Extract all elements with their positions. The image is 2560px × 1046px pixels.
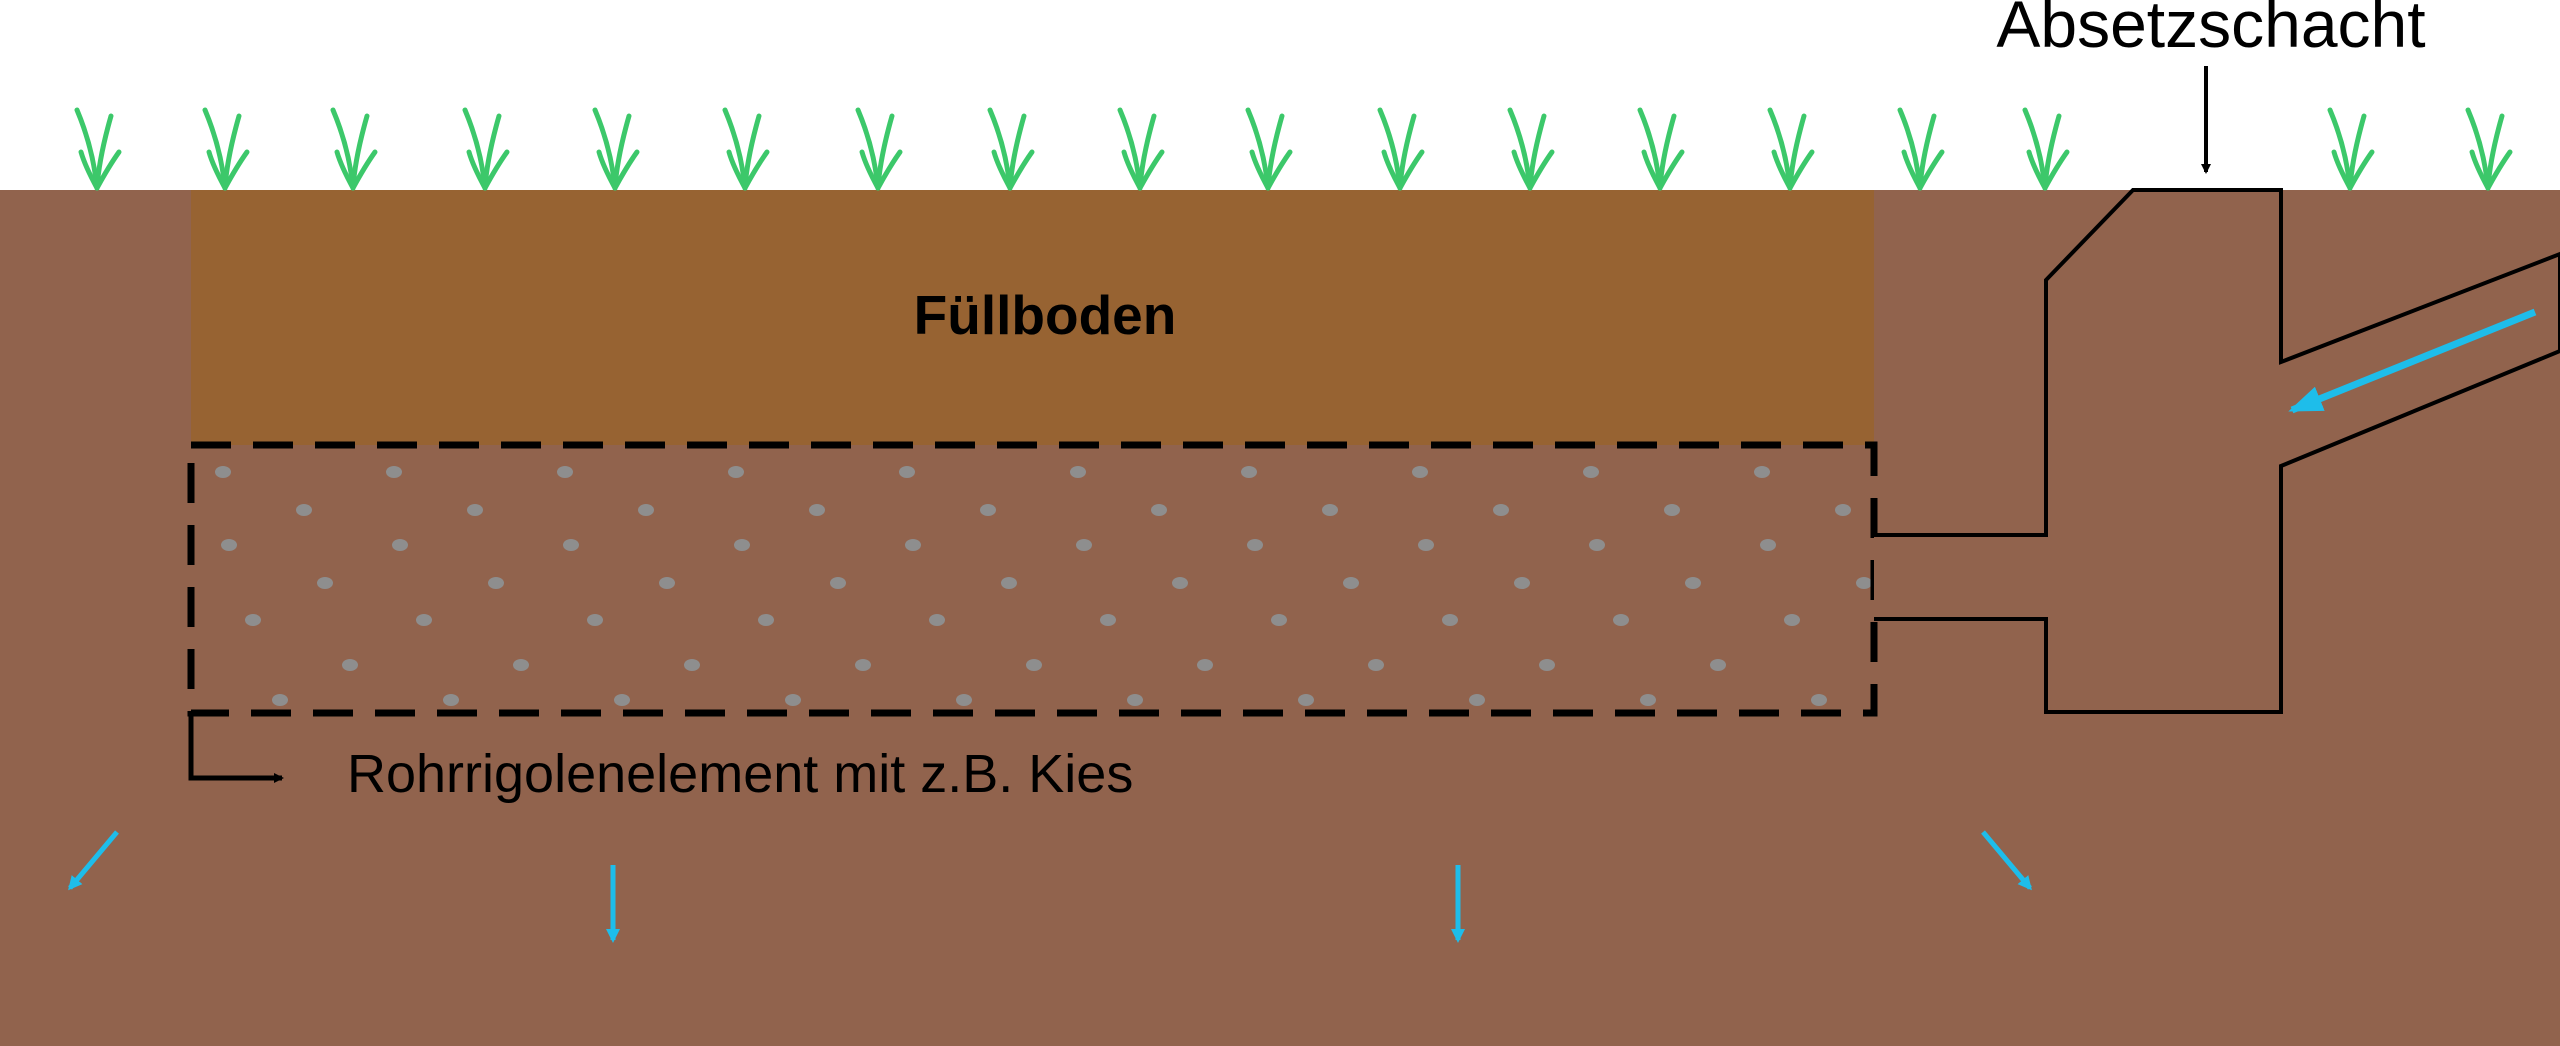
grass-tuft-icon — [1245, 107, 1293, 191]
gravel-dot — [1640, 694, 1656, 706]
gravel-dot — [1070, 466, 1086, 478]
gravel-dot — [855, 659, 871, 671]
gravel-dot — [1613, 614, 1629, 626]
gravel-dot — [1418, 539, 1434, 551]
grass-tuft-icon — [2465, 107, 2513, 191]
gravel-dot — [386, 466, 402, 478]
gravel-dot — [416, 614, 432, 626]
gravel-dot — [728, 466, 744, 478]
gravel-dot — [272, 694, 288, 706]
trench-element-pointer — [188, 713, 284, 783]
settling-shaft-label: Absetzschacht — [1996, 0, 2425, 61]
gravel-dot — [614, 694, 630, 706]
gravel-dot — [809, 504, 825, 516]
gravel-dot — [1271, 614, 1287, 626]
gravel-dot — [557, 466, 573, 478]
gravel-dot — [221, 539, 237, 551]
grass-tuft-icon — [722, 107, 770, 191]
gravel-dot — [1368, 659, 1384, 671]
grass-tuft-icon — [1507, 107, 1555, 191]
gravel-dot — [245, 614, 261, 626]
grass-tuft-icon — [1897, 107, 1945, 191]
gravel-dot — [1001, 577, 1017, 589]
gravel-dot — [758, 614, 774, 626]
trench-element-label: Rohrrigolenelement mit z.B. Kies — [347, 744, 1133, 804]
gravel-dot — [1298, 694, 1314, 706]
grass-tuft-icon — [74, 107, 122, 191]
grass-tuft-icon — [462, 107, 510, 191]
grass-tuft-icon — [1637, 107, 1685, 191]
gravel-dot — [392, 539, 408, 551]
gravel-dot — [1442, 614, 1458, 626]
gravel-dot — [1322, 504, 1338, 516]
gravel-dot — [785, 694, 801, 706]
gravel-dot — [1151, 504, 1167, 516]
gravel-dot — [1811, 694, 1827, 706]
grass-tuft-icon — [1767, 107, 1815, 191]
gravel-dot — [1127, 694, 1143, 706]
gravel-dot — [296, 504, 312, 516]
gravel-dot — [929, 614, 945, 626]
gravel-dot — [1664, 504, 1680, 516]
inflow-arrow-icon — [2288, 308, 2537, 414]
gravel-dot — [734, 539, 750, 551]
gravel-dot — [317, 577, 333, 589]
gravel-dot — [899, 466, 915, 478]
grass-tuft-icon — [987, 107, 1035, 191]
gravel-dot — [1412, 466, 1428, 478]
gravel-dot — [1685, 577, 1701, 589]
gravel-dot — [1583, 466, 1599, 478]
gravel-dot — [1241, 466, 1257, 478]
gravel-dot — [905, 539, 921, 551]
fill-soil-layer — [191, 190, 1874, 445]
gravel-dot — [488, 577, 504, 589]
settling-shaft-outline — [1874, 188, 2560, 714]
gravel-dot — [956, 694, 972, 706]
gravel-dot — [1493, 504, 1509, 516]
grass-tuft-icon — [2022, 107, 2070, 191]
gravel-dot — [1026, 659, 1042, 671]
gravel-dot — [1514, 577, 1530, 589]
gravel-dot — [1835, 504, 1851, 516]
gravel-dot — [1539, 659, 1555, 671]
gravel-dot — [513, 659, 529, 671]
gravel-dot — [1856, 577, 1872, 589]
grass-row — [74, 107, 2513, 191]
gravel-dot — [1710, 659, 1726, 671]
gravel-dot — [215, 466, 231, 478]
gravel-dot — [467, 504, 483, 516]
gravel-dot — [563, 539, 579, 551]
gravel-dot — [1343, 577, 1359, 589]
grass-tuft-icon — [592, 107, 640, 191]
grass-tuft-icon — [1377, 107, 1425, 191]
gravel-dot — [1172, 577, 1188, 589]
gravel-dot — [830, 577, 846, 589]
gravel-dot — [1589, 539, 1605, 551]
gravel-dot — [587, 614, 603, 626]
gravel-fill — [215, 466, 1872, 706]
gravel-dot — [1754, 466, 1770, 478]
grass-tuft-icon — [1117, 107, 1165, 191]
fill-soil-label: Füllboden — [914, 284, 1177, 346]
gravel-dot — [638, 504, 654, 516]
gravel-dot — [980, 504, 996, 516]
gravel-dot — [443, 694, 459, 706]
gravel-dot — [684, 659, 700, 671]
gravel-dot — [1197, 659, 1213, 671]
grass-tuft-icon — [202, 107, 250, 191]
gravel-dot — [1076, 539, 1092, 551]
gravel-dot — [1247, 539, 1263, 551]
gravel-dot — [1784, 614, 1800, 626]
gravel-dot — [1760, 539, 1776, 551]
seepage-arrow-icon — [1981, 830, 2032, 891]
seepage-arrow-icon — [68, 830, 119, 891]
grass-tuft-icon — [855, 107, 903, 191]
gravel-dot — [659, 577, 675, 589]
grass-tuft-icon — [2327, 107, 2375, 191]
gravel-dot — [1100, 614, 1116, 626]
gravel-dot — [342, 659, 358, 671]
gravel-dot — [1469, 694, 1485, 706]
grass-tuft-icon — [330, 107, 378, 191]
